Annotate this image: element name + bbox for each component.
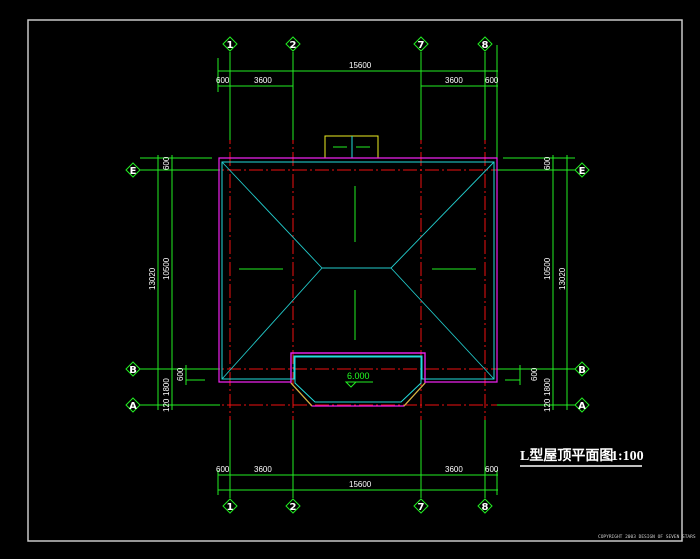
axis-bubble-7-top: 7 <box>413 36 429 52</box>
axis-bubble-8-top: 8 <box>477 36 493 52</box>
svg-text:A: A <box>578 401 586 412</box>
dimension-lines <box>140 45 575 498</box>
dim-right-mid: 600 <box>530 367 539 381</box>
svg-text:2: 2 <box>290 502 297 513</box>
dim-bottom-left-bay: 3600 <box>254 465 272 474</box>
dim-top-left-offset: 600 <box>216 76 230 85</box>
axis-bubble-7-bottom: 7 <box>413 498 429 514</box>
axis-bubble-B-right: B <box>574 361 590 377</box>
dim-top-overall: 15600 <box>349 61 372 70</box>
axis-bubble-8-bottom: 8 <box>477 498 493 514</box>
axis-bubble-B-left: B <box>125 361 141 377</box>
svg-text:1: 1 <box>227 502 234 513</box>
axis-bubbles-top: 1 2 7 8 <box>222 36 493 52</box>
front-bay <box>290 352 426 407</box>
grid-axis-lines <box>205 130 510 430</box>
roof-hip-ridge-lines <box>221 161 495 380</box>
dim-left-top-offset: 600 <box>162 156 171 170</box>
axis-bubble-A-left: A <box>125 397 141 413</box>
axis-bubble-E-left: E <box>125 162 141 178</box>
svg-text:8: 8 <box>482 40 489 51</box>
drawing-frame <box>27 19 683 542</box>
axis-bubble-A-right: A <box>574 397 590 413</box>
dim-bottom-right-bay: 3600 <box>445 465 463 474</box>
svg-text:7: 7 <box>418 502 425 513</box>
dim-left-lower: 1800 <box>162 378 171 396</box>
svg-text:8: 8 <box>482 502 489 513</box>
axis-bubble-1-bottom: 1 <box>222 498 238 514</box>
dim-top-right-offset: 600 <box>485 76 499 85</box>
copyright-text: COPYRIGHT 2003 DESIGN OF SEVEN STARS <box>598 534 696 540</box>
svg-text:1: 1 <box>227 40 234 51</box>
axis-bubbles-left: E B A <box>125 162 141 413</box>
dim-right-lower: 1800 <box>543 378 552 396</box>
dim-bottom-left-offset: 600 <box>216 465 230 474</box>
dim-right-overall: 13020 <box>558 267 567 290</box>
svg-text:7: 7 <box>418 40 425 51</box>
drawing-title: L型屋顶平面图 <box>520 447 613 464</box>
dim-left-mid: 600 <box>176 367 185 381</box>
slope-arrows <box>239 186 476 340</box>
axis-bubbles-right: E B A <box>574 162 590 413</box>
axis-bubble-1-top: 1 <box>222 36 238 52</box>
dim-left-bottom: 120 <box>162 398 171 412</box>
svg-text:6.000: 6.000 <box>347 371 370 381</box>
dim-left-main: 10500 <box>162 257 171 280</box>
elevation-marker: 6.000 <box>344 371 373 388</box>
dim-left-overall: 13020 <box>148 267 157 290</box>
dim-right-bottom: 120 <box>543 398 552 412</box>
dim-top-left-bay: 3600 <box>254 76 272 85</box>
svg-text:E: E <box>579 166 586 177</box>
drawing-scale: 1:100 <box>611 449 644 464</box>
dim-top-right-bay: 3600 <box>445 76 463 85</box>
dim-bottom-right-offset: 600 <box>485 465 499 474</box>
svg-text:B: B <box>129 365 137 376</box>
roof-eave-line <box>221 161 495 380</box>
svg-text:B: B <box>578 365 586 376</box>
roof-outer-outline <box>218 157 498 383</box>
svg-text:A: A <box>129 401 137 412</box>
dim-right-top-offset: 600 <box>543 156 552 170</box>
dim-right-main: 10500 <box>543 257 552 280</box>
axis-bubble-2-bottom: 2 <box>285 498 301 514</box>
svg-text:E: E <box>130 166 137 177</box>
svg-text:2: 2 <box>290 40 297 51</box>
axis-bubble-2-top: 2 <box>285 36 301 52</box>
axis-bubble-E-right: E <box>574 162 590 178</box>
chimney-box <box>324 135 379 159</box>
dim-bottom-overall: 15600 <box>349 480 372 489</box>
axis-bubbles-bottom: 1 2 7 8 <box>222 498 493 514</box>
title-block: L型屋顶平面图 1:100 <box>520 447 644 467</box>
